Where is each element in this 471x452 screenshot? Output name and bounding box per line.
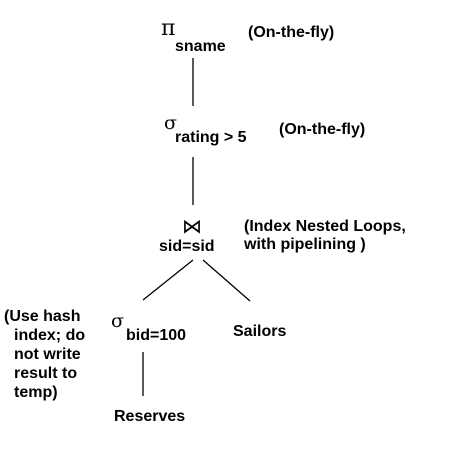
selection-sigma-symbol: σ: [164, 112, 177, 134]
edge-join-bid-selection: [142, 259, 194, 301]
projection-pi-symbol: π: [161, 16, 176, 41]
selection-bid-annotation-line-5: temp): [14, 384, 58, 401]
selection-bid-annotation-line-1: (Use hash: [4, 308, 81, 325]
join-annotation-line-1: (Index Nested Loops,: [244, 218, 406, 235]
sailors-relation: Sailors: [233, 323, 287, 340]
join-condition: sid=sid: [159, 238, 215, 255]
selection-rating-condition: rating > 5: [175, 129, 247, 146]
selection-bid-annotation-line-3: not write: [14, 346, 81, 363]
selection-bid-annotation-line-4: result to: [14, 365, 78, 382]
edge-join-sailors: [202, 259, 251, 302]
selection-bid-condition: bid=100: [126, 327, 187, 344]
selection-rating-annotation: (On-the-fly): [279, 121, 366, 138]
join-bowtie-symbol: ⋈: [182, 214, 202, 238]
selection-bid-sigma-symbol: σ: [111, 310, 124, 332]
projection-annotation: (On-the-fly): [248, 24, 335, 41]
join-annotation-line-2: with pipelining ): [244, 236, 366, 253]
projection-attribute: sname: [175, 38, 226, 55]
selection-bid-annotation-line-2: index; do: [14, 327, 86, 344]
reserves-relation: Reserves: [114, 408, 186, 425]
